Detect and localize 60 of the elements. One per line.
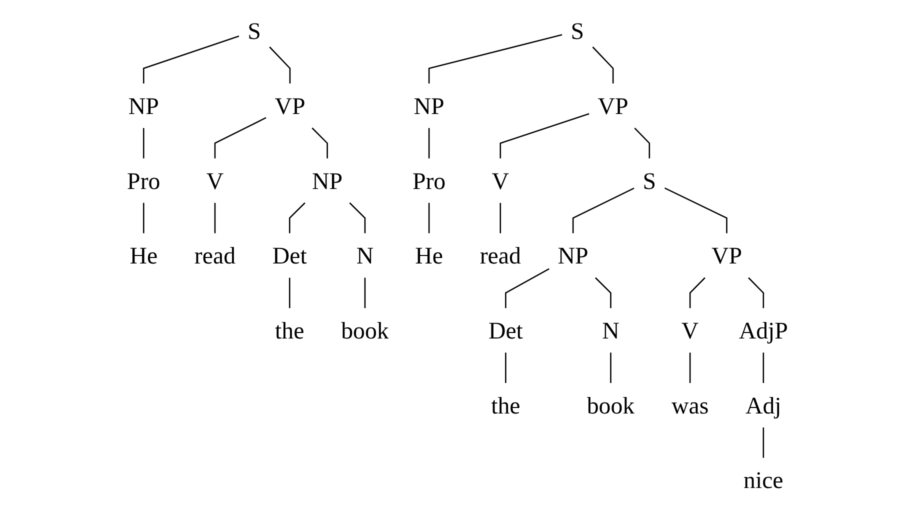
node-text: NP <box>558 242 588 270</box>
connector <box>214 202 216 234</box>
connector <box>288 202 306 234</box>
connector <box>505 352 506 383</box>
node-text: was <box>671 392 709 419</box>
node-text: the <box>275 316 304 344</box>
node-text: VP <box>598 92 628 120</box>
connector <box>572 188 634 234</box>
node-text: N <box>602 316 620 344</box>
node-text: Pro <box>412 167 446 194</box>
connector <box>142 128 144 158</box>
connector <box>428 202 430 234</box>
node-text: Det <box>272 242 307 270</box>
node-text: the <box>491 392 520 419</box>
node-text: book <box>586 392 635 419</box>
connector <box>762 352 764 383</box>
connector <box>500 113 590 158</box>
node-text: S <box>642 167 656 194</box>
connector <box>349 202 366 234</box>
connector <box>610 352 612 383</box>
node-text: NP <box>128 92 159 120</box>
node-text: nice <box>744 466 784 494</box>
connector <box>664 187 728 234</box>
connector <box>428 34 562 84</box>
node-text: read <box>480 242 521 270</box>
connector <box>428 128 430 158</box>
node-text: read <box>194 242 236 270</box>
node-text: V <box>492 167 510 194</box>
connector <box>762 427 764 458</box>
node-text: He <box>130 242 158 270</box>
node-text: Pro <box>127 167 160 194</box>
node-text: NP <box>414 92 444 120</box>
connector <box>748 277 764 308</box>
connector <box>312 128 328 158</box>
node-text: V <box>681 316 699 344</box>
connector <box>592 46 614 84</box>
connector <box>689 352 691 383</box>
connector <box>214 117 266 158</box>
connector <box>288 278 290 308</box>
connector <box>269 46 291 84</box>
node-text: N <box>356 242 374 270</box>
connector <box>689 277 706 308</box>
node-text: He <box>415 242 443 270</box>
connector <box>142 202 144 234</box>
node-text: V <box>206 167 224 194</box>
node-text: Adj <box>746 392 782 419</box>
connector <box>142 35 240 84</box>
node-text: AdjP <box>738 316 788 344</box>
node-text: Det <box>488 316 523 344</box>
node-text: NP <box>312 167 343 194</box>
node-text: VP <box>274 92 306 120</box>
node-text: S <box>248 17 261 44</box>
connector <box>595 277 612 308</box>
node-text: book <box>341 316 389 344</box>
node-text: S <box>570 17 584 44</box>
connector <box>634 128 650 158</box>
connector <box>364 278 366 308</box>
node-text: VP <box>711 242 742 270</box>
connector <box>500 202 502 234</box>
connector <box>505 268 550 308</box>
